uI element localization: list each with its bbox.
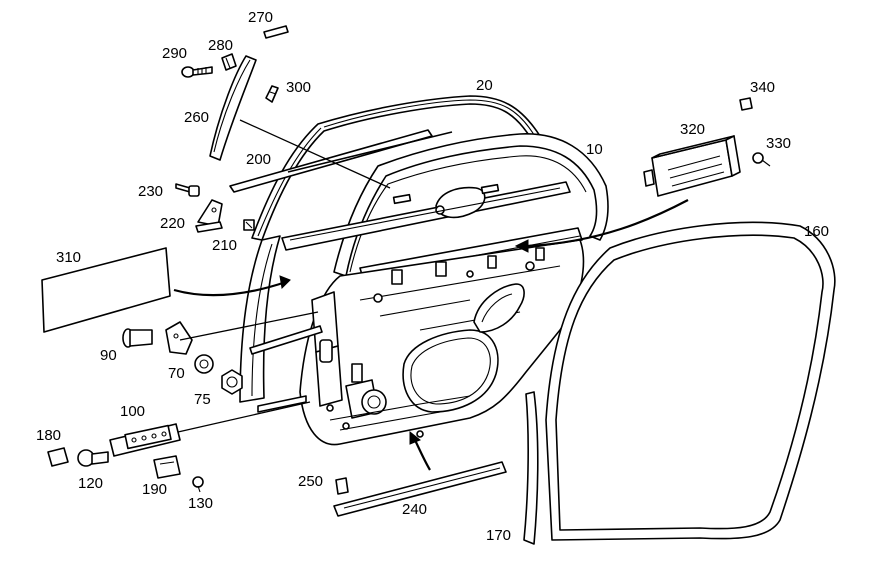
label-10: 10 [586, 141, 603, 158]
label-170: 170 [486, 527, 511, 544]
label-70: 70 [168, 365, 185, 382]
part-70-hinge-plate [165, 311, 319, 355]
label-320: 320 [680, 121, 705, 138]
label-280: 280 [208, 37, 233, 54]
part-100-door-check [109, 401, 311, 457]
label-100: 100 [120, 403, 145, 420]
part-250-clip [335, 477, 349, 495]
part-10-door-shell [299, 133, 609, 446]
part-340-clip [739, 97, 753, 111]
assembly-arrows [173, 199, 689, 471]
part-160-door-seal [545, 221, 836, 541]
part-300-clip [265, 85, 279, 103]
part-200-belt-molding [229, 119, 453, 193]
outer-door-skin [239, 181, 571, 413]
part-170-seal-strip [523, 391, 539, 545]
label-220: 220 [160, 215, 185, 232]
part-75-nut [221, 369, 243, 395]
label-240: 240 [402, 501, 427, 518]
part-labels: 10 20 70 75 90 100 120 130 160 170 180 1… [36, 9, 829, 544]
part-320-control-unit [643, 135, 741, 197]
label-270: 270 [248, 9, 273, 26]
label-90: 90 [100, 347, 117, 364]
label-230: 230 [138, 183, 163, 200]
part-190-block [153, 455, 181, 479]
part-270-clip [263, 25, 289, 39]
label-330: 330 [766, 135, 791, 152]
label-250: 250 [298, 473, 323, 490]
part-240-sill-strip [333, 461, 507, 517]
part-260-pillar-trim [209, 55, 257, 161]
part-210-clip [243, 219, 255, 231]
label-120: 120 [78, 475, 103, 492]
label-200: 200 [246, 151, 271, 168]
label-210: 210 [212, 237, 237, 254]
label-300: 300 [286, 79, 311, 96]
label-310: 310 [56, 249, 81, 266]
label-290: 290 [162, 45, 187, 62]
label-340: 340 [750, 79, 775, 96]
part-130-screw [192, 476, 204, 493]
part-330-clip [752, 152, 771, 167]
part-220-bracket [195, 199, 223, 233]
part-120-bolt [77, 449, 109, 467]
part-290-screw [181, 66, 213, 78]
part-180-cap [47, 447, 69, 467]
part-310-insulation-pad [41, 247, 171, 333]
part-90-bolt [122, 328, 153, 348]
label-180: 180 [36, 427, 61, 444]
label-190: 190 [142, 481, 167, 498]
label-260: 260 [184, 109, 209, 126]
label-160: 160 [804, 223, 829, 240]
part-230-screw [175, 183, 200, 197]
label-20: 20 [476, 77, 493, 94]
label-130: 130 [188, 495, 213, 512]
label-75: 75 [194, 391, 211, 408]
part-70-nut [194, 354, 214, 374]
part-280-bracket [221, 53, 237, 71]
